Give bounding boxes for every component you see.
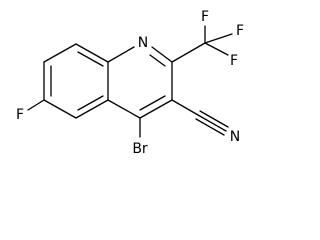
bond-c3-cn xyxy=(171,99,199,116)
bond-c8a-n1 xyxy=(107,46,135,63)
bond-n1-c2 xyxy=(151,46,173,63)
structure-svg: N F Br N F F F xyxy=(16,9,244,157)
bond-c8-c8a-inner xyxy=(77,95,104,111)
chemical-structure: N F Br N F F F xyxy=(15,9,245,157)
bond-cf3-f-right xyxy=(204,42,229,56)
bond-c4-c4a xyxy=(107,99,141,119)
bond-c4a-c5 xyxy=(75,43,109,63)
atom-label-f-top: F xyxy=(201,9,209,25)
atom-label-nitrile-n: N xyxy=(230,129,240,145)
bond-c3-c4 xyxy=(139,99,173,119)
bond-cn-triple-1 xyxy=(197,114,227,132)
bond-cf3-f-bottom xyxy=(204,33,233,44)
atom-label-br: Br xyxy=(132,141,148,157)
atom-label-f-bottom: F xyxy=(236,23,244,39)
atom-label-n1: N xyxy=(138,35,148,51)
bond-c3-c4-inner xyxy=(139,95,166,111)
bond-n1-c2-inner xyxy=(149,54,166,67)
bond-c4a-c5-inner xyxy=(77,51,104,67)
bond-cn-triple-3 xyxy=(195,118,225,136)
atom-label-f-ring: F xyxy=(16,107,24,123)
bond-c6-f xyxy=(27,99,45,111)
bond-c7-c8 xyxy=(43,99,77,119)
bond-cn-triple-2 xyxy=(199,110,229,128)
atom-label-f-right: F xyxy=(230,53,238,69)
bond-c5-c6 xyxy=(43,43,77,63)
bond-c8-c8a xyxy=(75,99,109,119)
bond-c2-cf3 xyxy=(171,42,206,63)
